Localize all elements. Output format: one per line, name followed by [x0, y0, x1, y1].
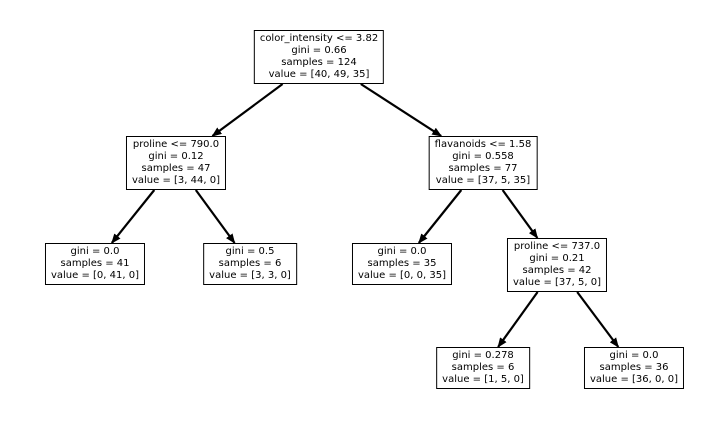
node-gini: gini = 0.0	[377, 246, 427, 257]
node-value: value = [40, 49, 35]	[268, 69, 370, 80]
tree-leaf-mixed: gini = 0.5 samples = 6 value = [3, 3, 0]	[203, 243, 297, 285]
node-value: value = [3, 44, 0]	[131, 175, 221, 186]
node-split-condition: color_intensity <= 3.82	[259, 33, 379, 44]
node-gini: gini = 0.5	[225, 246, 275, 257]
tree-edge	[360, 83, 443, 137]
node-split-condition: proline <= 790.0	[132, 139, 220, 150]
tree-edge	[194, 189, 236, 244]
node-samples: samples = 47	[141, 163, 211, 174]
node-gini: gini = 0.0	[70, 246, 120, 257]
node-split-condition: proline <= 737.0	[513, 241, 601, 252]
tree-edge	[211, 83, 284, 137]
tree-node-proline-790: proline <= 790.0 gini = 0.12 samples = 4…	[125, 136, 227, 190]
tree-node-root: color_intensity <= 3.82 gini = 0.66 samp…	[253, 30, 385, 84]
tree-node-flavanoids-158: flavanoids <= 1.58 gini = 0.558 samples …	[428, 136, 538, 190]
tree-leaf-class1: gini = 0.0 samples = 36 value = [36, 0, …	[583, 347, 685, 389]
tree-edge	[417, 189, 463, 244]
tree-edge	[576, 291, 620, 348]
tree-node-proline-737: proline <= 737.0 gini = 0.21 samples = 4…	[506, 238, 608, 292]
node-samples: samples = 124	[281, 57, 357, 68]
node-gini: gini = 0.0	[609, 350, 659, 361]
tree-leaf-class2: gini = 0.0 samples = 41 value = [0, 41, …	[44, 243, 146, 285]
node-samples: samples = 36	[599, 362, 669, 373]
node-samples: samples = 6	[218, 258, 282, 269]
node-value: value = [36, 0, 0]	[589, 374, 679, 385]
node-samples: samples = 41	[60, 258, 130, 269]
tree-leaf-mostly-class2: gini = 0.278 samples = 6 value = [1, 5, …	[436, 347, 530, 389]
node-samples: samples = 77	[448, 163, 518, 174]
node-value: value = [0, 41, 0]	[50, 270, 140, 281]
node-gini: gini = 0.558	[452, 151, 514, 162]
node-samples: samples = 35	[367, 258, 437, 269]
node-gini: gini = 0.278	[452, 350, 514, 361]
node-gini: gini = 0.21	[529, 253, 585, 264]
node-gini: gini = 0.12	[148, 151, 204, 162]
node-value: value = [37, 5, 0]	[512, 277, 602, 288]
node-gini: gini = 0.66	[291, 45, 347, 56]
node-value: value = [3, 3, 0]	[209, 270, 291, 281]
tree-leaf-class3: gini = 0.0 samples = 35 value = [0, 0, 3…	[351, 243, 453, 285]
tree-edge	[501, 189, 539, 239]
node-value: value = [1, 5, 0]	[442, 374, 524, 385]
tree-edge	[497, 291, 539, 348]
node-value: value = [0, 0, 35]	[357, 270, 447, 281]
tree-edge	[110, 189, 156, 244]
node-samples: samples = 6	[451, 362, 515, 373]
node-samples: samples = 42	[522, 265, 592, 276]
node-value: value = [37, 5, 35]	[435, 175, 531, 186]
node-split-condition: flavanoids <= 1.58	[434, 139, 532, 150]
